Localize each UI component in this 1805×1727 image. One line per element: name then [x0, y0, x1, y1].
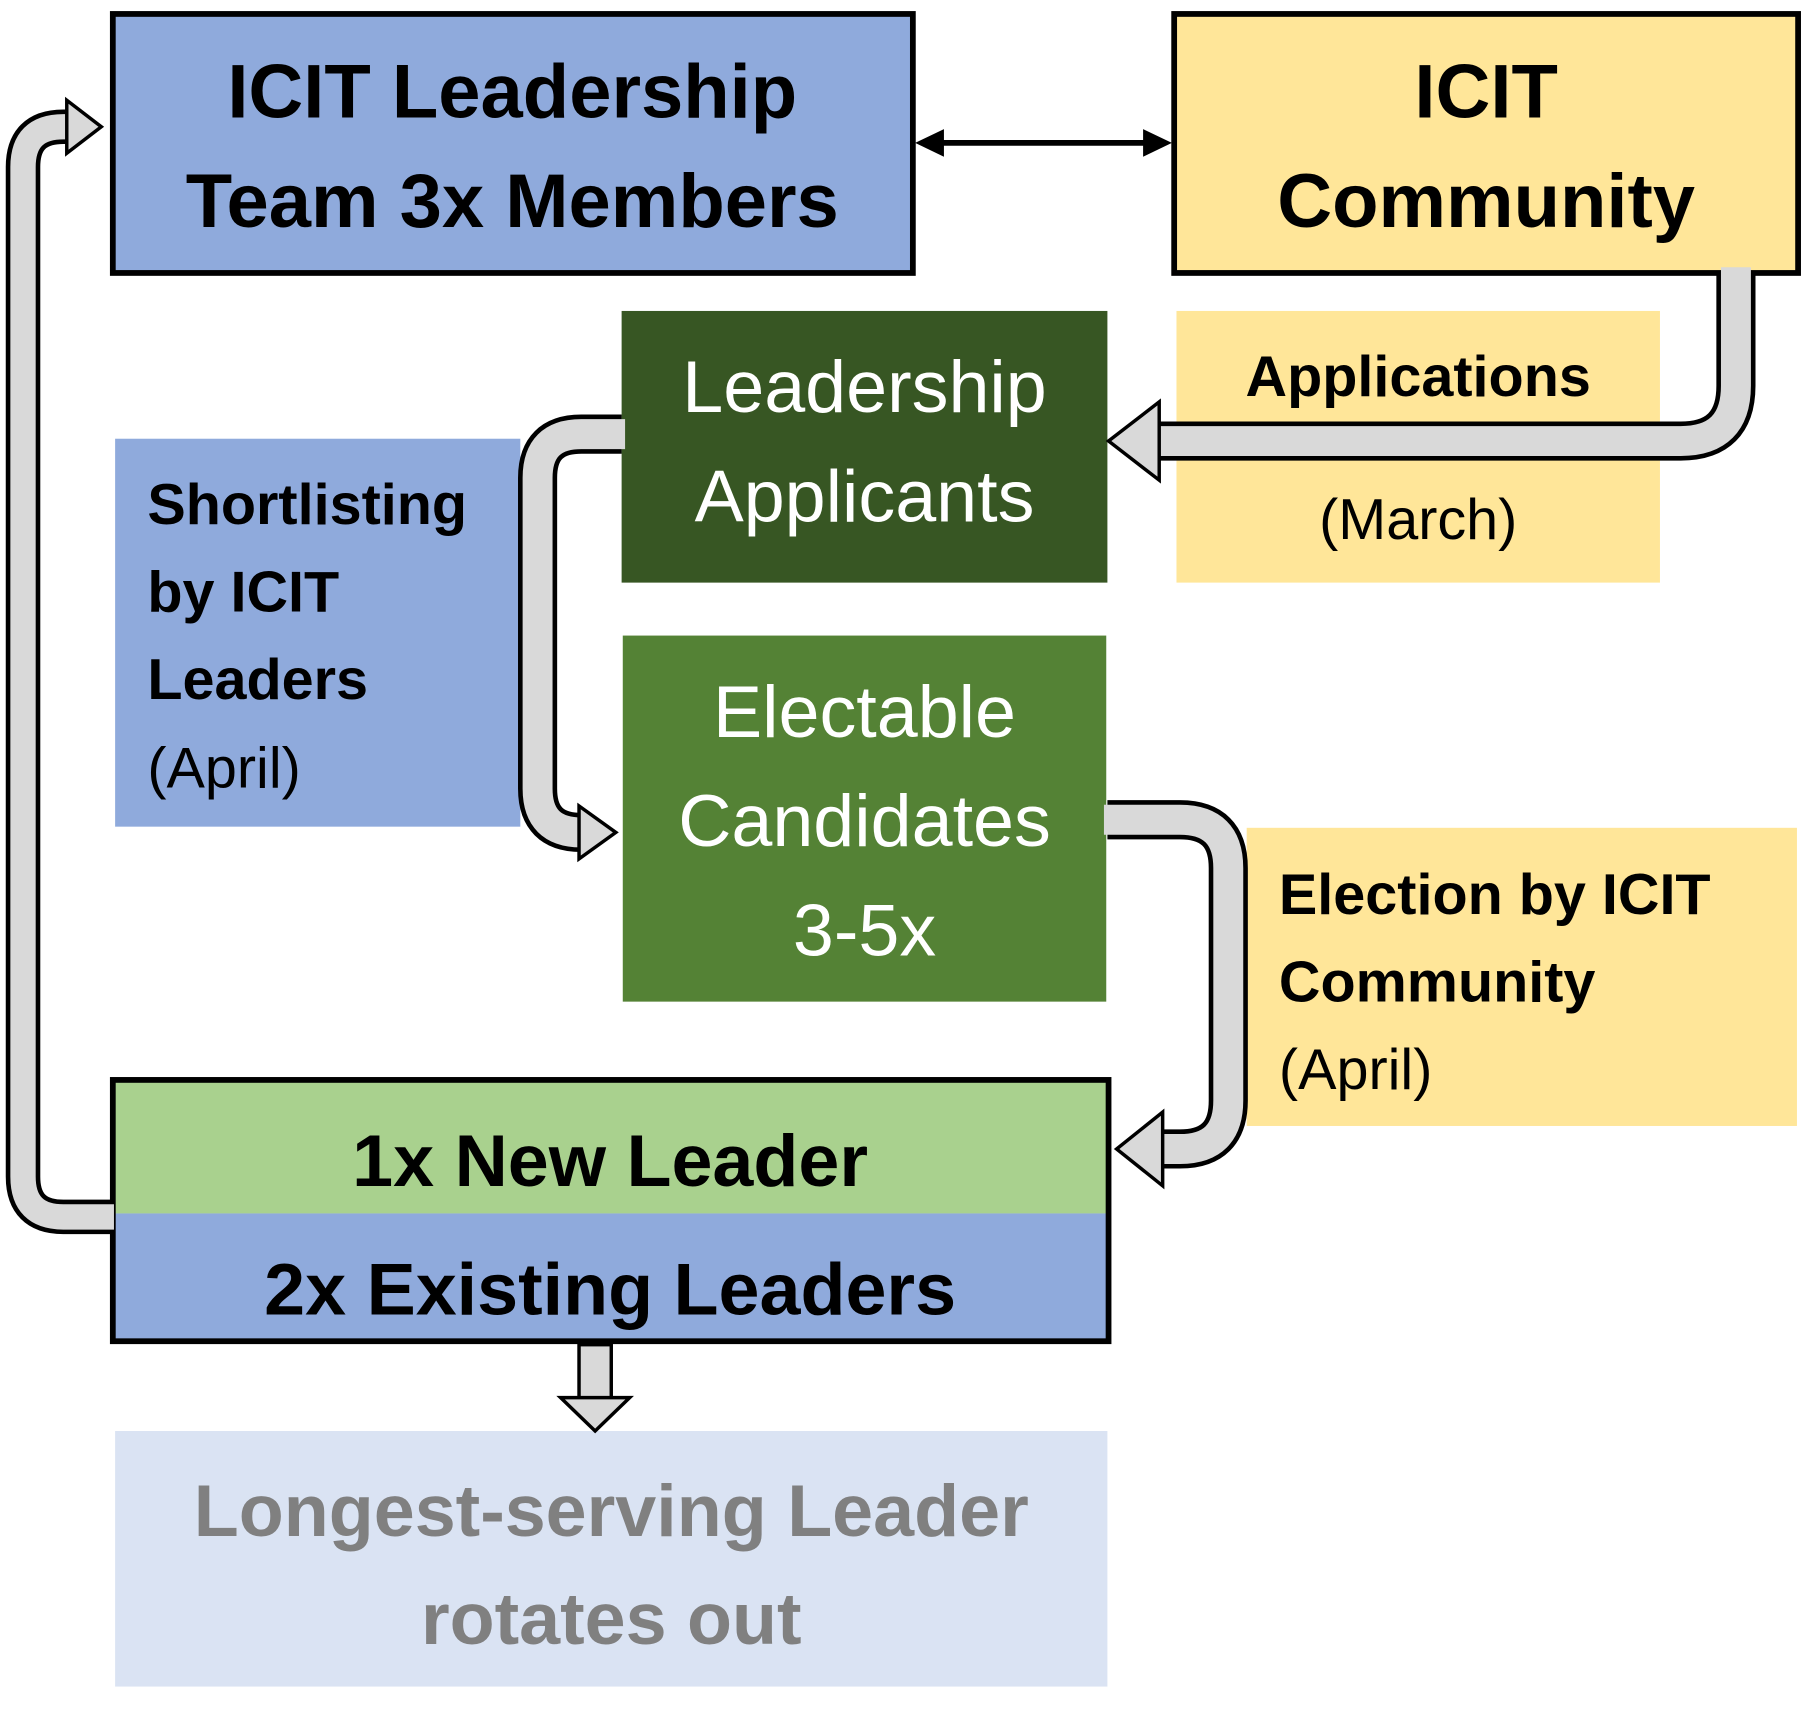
applications-title: Applications — [1246, 345, 1591, 409]
new-leader-text: 1x New Leader — [352, 1119, 868, 1202]
arrow-down-rotate-out — [556, 1342, 634, 1434]
applicants-line-2: Applicants — [695, 455, 1035, 538]
arrow-candidates-to-new-leader — [1103, 800, 1248, 1190]
new-leader-top — [112, 1079, 1109, 1214]
applicants-line-1: Leadership — [682, 345, 1046, 428]
rotate-out-line-1: Longest-serving Leader — [194, 1469, 1029, 1552]
applications-when: (March) — [1319, 488, 1517, 552]
shortlisting-line-3: Leaders — [147, 648, 368, 712]
arrow-community-to-applicants — [1105, 267, 1756, 484]
election-line-2: Community — [1279, 951, 1596, 1015]
shortlisting-label-box — [115, 438, 521, 827]
candidates-node — [622, 635, 1107, 1002]
candidates-line-2: Candidates — [678, 779, 1051, 862]
shortlisting-when: (April) — [147, 737, 300, 801]
election-line-1: Election by ICIT — [1279, 863, 1711, 927]
double-arrow-icon — [915, 129, 1172, 157]
shortlisting-line-1: Shortlisting — [147, 473, 467, 537]
arrow-new-leader-to-team — [5, 96, 114, 1235]
team-line-2: Team 3x Members — [186, 159, 839, 244]
rotate-out-node — [115, 1431, 1108, 1687]
election-label-box — [1246, 827, 1797, 1126]
community-line-1: ICIT — [1414, 50, 1557, 135]
candidates-line-3: 3-5x — [793, 889, 936, 972]
arrow-applicants-to-candidates — [518, 414, 626, 863]
community-line-2: Community — [1277, 159, 1695, 244]
existing-leaders-text: 2x Existing Leaders — [264, 1248, 956, 1331]
candidates-line-1: Electable — [713, 670, 1016, 753]
rotate-out-line-2: rotates out — [421, 1577, 802, 1660]
shortlisting-line-2: by ICIT — [147, 560, 339, 624]
applicants-node — [621, 310, 1108, 583]
existing-leaders-bottom — [112, 1213, 1109, 1342]
team-line-1: ICIT Leadership — [227, 50, 797, 135]
election-when: (April) — [1279, 1038, 1432, 1102]
community-node — [1171, 11, 1801, 276]
team-node — [109, 11, 916, 276]
